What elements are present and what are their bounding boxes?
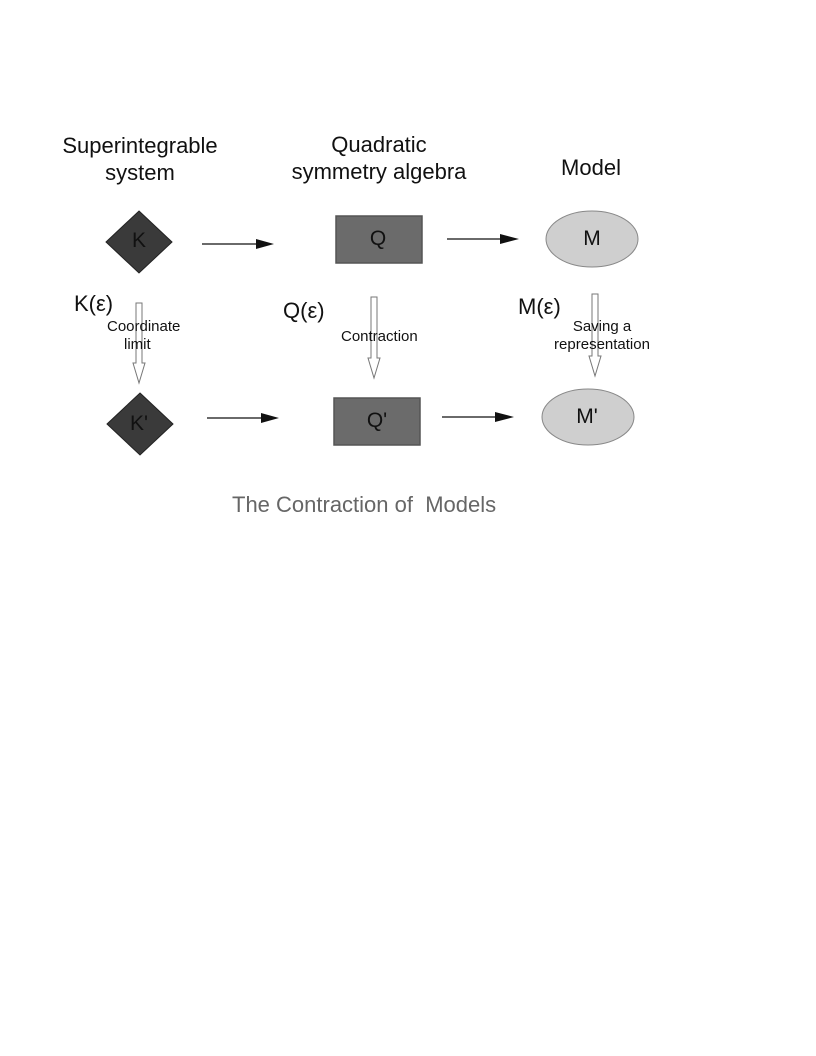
param-k-epsilon: K(ε) bbox=[74, 291, 114, 316]
node-k-label: K bbox=[131, 229, 146, 252]
node-m-prime-label: M' bbox=[576, 405, 598, 428]
note-line: representation bbox=[554, 336, 650, 353]
node-q-label: Q bbox=[369, 227, 387, 250]
header-line: Model bbox=[561, 155, 621, 180]
arrow-q-prime-to-m-prime bbox=[442, 412, 514, 422]
note-line: Saving a bbox=[572, 318, 632, 335]
arrow-q-contraction bbox=[367, 296, 381, 380]
header-line: symmetry algebra bbox=[291, 159, 467, 184]
rect-q-prime bbox=[333, 397, 421, 446]
param-m-epsilon: M(ε) bbox=[518, 294, 561, 319]
diamond-k-prime bbox=[106, 392, 174, 456]
node-m-label: M bbox=[583, 227, 601, 250]
node-q-prime-label: Q' bbox=[366, 409, 388, 432]
diagram-caption: The Contraction of Models bbox=[232, 492, 497, 517]
note-coordinate-limit: Coordinate limit bbox=[107, 318, 180, 354]
arrow-k-contraction bbox=[132, 302, 146, 385]
arrow-k-prime-to-q-prime bbox=[207, 413, 279, 423]
header-line: Quadratic bbox=[331, 132, 427, 157]
note-saving-representation: Saving a representation bbox=[542, 318, 662, 354]
arrow-q-to-m bbox=[447, 234, 519, 244]
header-line: system bbox=[105, 160, 175, 185]
arrow-k-to-q bbox=[202, 239, 274, 249]
header-line: Superintegrable bbox=[62, 133, 218, 158]
header-superintegrable-system: Superintegrable system bbox=[40, 132, 240, 186]
rect-q bbox=[335, 215, 423, 264]
header-quadratic-algebra: Quadratic symmetry algebra bbox=[269, 131, 489, 185]
note-line: Coordinate bbox=[107, 318, 181, 335]
diamond-k bbox=[105, 210, 173, 274]
header-model: Model bbox=[531, 154, 651, 181]
note-contraction: Contraction bbox=[341, 328, 418, 345]
ellipse-m bbox=[545, 210, 639, 268]
note-line: limit bbox=[124, 336, 151, 353]
node-k-prime-label: K' bbox=[129, 412, 149, 435]
arrow-m-contraction bbox=[588, 293, 602, 378]
param-q-epsilon: Q(ε) bbox=[283, 298, 325, 323]
ellipse-m-prime bbox=[541, 388, 635, 446]
